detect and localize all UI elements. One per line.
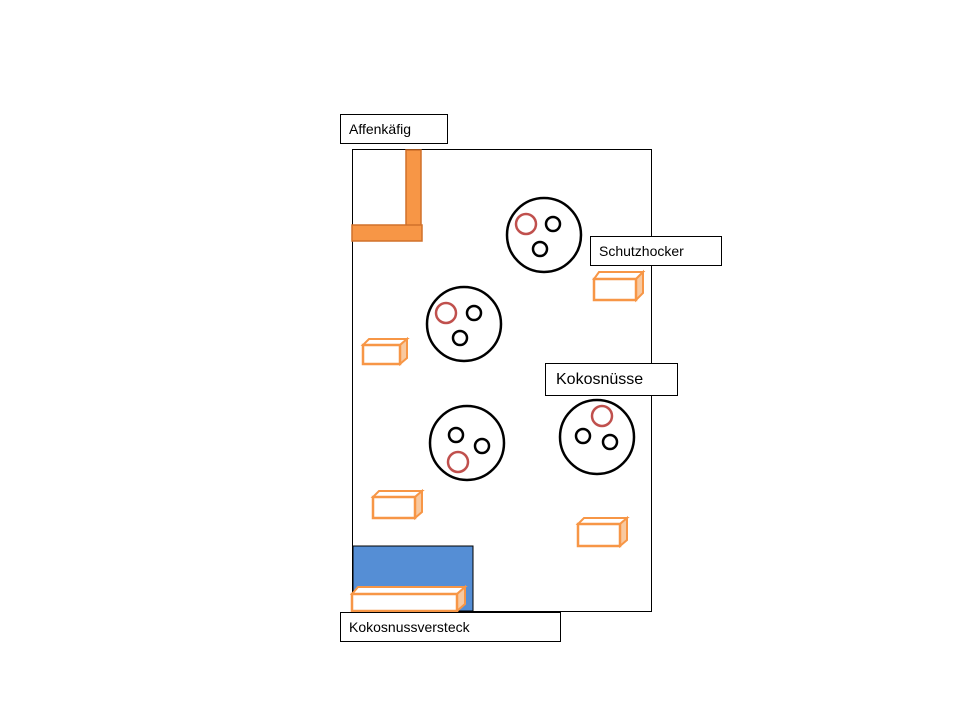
cage-horizontal-bar — [351, 224, 423, 242]
monkey-cage-label: Affenkäfig — [340, 114, 448, 144]
coconut — [465, 304, 483, 322]
coconut-red — [434, 301, 458, 325]
cage-vertical-bar — [405, 149, 422, 235]
hideout-label: Kokosnussversteck — [340, 612, 561, 642]
coconut-red — [514, 212, 538, 236]
stool — [575, 515, 630, 549]
coconut — [544, 215, 562, 233]
coconut-cluster — [505, 196, 583, 274]
coconut — [601, 433, 619, 451]
hideout-stool — [349, 584, 468, 614]
stool — [370, 488, 425, 521]
stool — [592, 269, 646, 303]
stools-label: Schutzhocker — [590, 236, 722, 266]
coconut — [451, 329, 469, 347]
stool — [360, 336, 410, 367]
monkey-cage — [351, 149, 423, 242]
coconut — [473, 437, 491, 455]
coconut-cluster — [558, 398, 636, 476]
coconut-cluster — [428, 404, 506, 482]
coconut — [574, 427, 592, 445]
coconut-red — [590, 404, 614, 428]
coconut-red — [446, 450, 470, 474]
coconut-cluster — [425, 285, 503, 363]
coconut — [531, 240, 549, 258]
coconut — [447, 426, 465, 444]
coconuts-label: Kokosnüsse — [545, 363, 678, 396]
